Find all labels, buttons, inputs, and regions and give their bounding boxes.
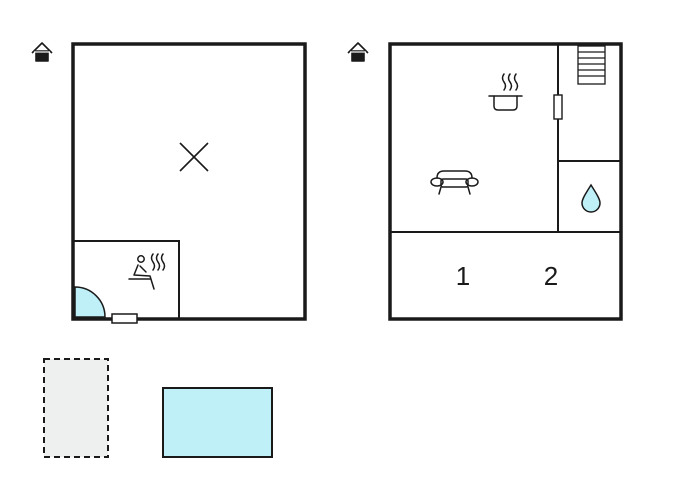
- right-building-outline: [388, 42, 623, 321]
- house-entrance-icon: [31, 42, 53, 62]
- sauna-icon: [128, 253, 166, 290]
- outdoor-areas: [43, 358, 273, 458]
- door-icon: [553, 94, 563, 120]
- bedroom-label-2: 2: [544, 261, 558, 291]
- stairs-icon: [577, 45, 606, 85]
- window-icon: [111, 313, 138, 324]
- shower-quarter-circle-icon: [74, 286, 106, 318]
- dashed-terrace-icon: [43, 358, 109, 458]
- sauna-room-wall: [73, 240, 180, 319]
- sofa-icon: [430, 170, 479, 195]
- right-building: 1 2: [347, 42, 623, 321]
- water-drop-icon: [581, 183, 601, 213]
- cross-mark-icon: [179, 142, 209, 172]
- interior-walls: [390, 44, 621, 233]
- left-building-outline: [71, 42, 307, 321]
- cooking-pot-icon: [488, 73, 523, 111]
- house-entrance-icon: [347, 42, 369, 62]
- left-building: [31, 42, 307, 324]
- bedroom-label-1: 1: [456, 261, 470, 291]
- pool-rectangle-icon: [162, 387, 273, 458]
